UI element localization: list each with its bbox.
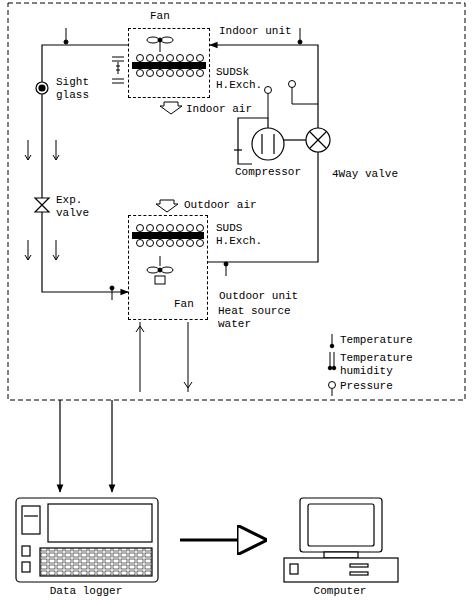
part-label: Exp. valve bbox=[56, 194, 104, 220]
outdoor-fan bbox=[147, 256, 173, 284]
water-label: Heat source water bbox=[218, 305, 302, 331]
indoor-fan bbox=[147, 37, 173, 52]
part-label: SUDSk H.Exch. bbox=[216, 66, 268, 92]
refrigerant-pipe bbox=[210, 45, 318, 128]
node-label: Indoor unit bbox=[219, 25, 292, 38]
fan-label: Fan bbox=[150, 10, 170, 23]
legend-item: Temperature humidity bbox=[340, 352, 430, 378]
refrigerant-pipe bbox=[284, 139, 306, 140]
node-label: Compressor bbox=[235, 166, 301, 179]
computer-picture bbox=[284, 498, 398, 582]
indoor-heat-exchanger bbox=[112, 55, 206, 84]
outdoor-unit-box: Outdoor unit bbox=[128, 215, 208, 320]
legend-symbols bbox=[328, 334, 336, 396]
refrigerant-pipe bbox=[42, 45, 128, 292]
air-label: Indoor air bbox=[186, 103, 252, 116]
legend-item: Pressure bbox=[340, 380, 393, 393]
part-label: SUDS H.Exch. bbox=[216, 222, 268, 248]
transfer-arrow bbox=[180, 539, 264, 542]
data-logger-picture bbox=[16, 498, 158, 582]
indoor-unit-box: Indoor unit bbox=[128, 28, 210, 98]
computer: Computer bbox=[272, 496, 408, 600]
heat-source-water-pipes bbox=[136, 322, 192, 392]
legend-text: Temperature bbox=[340, 334, 413, 347]
signal-lines bbox=[60, 400, 112, 492]
part-label: Sight glass bbox=[56, 76, 104, 102]
sight-glass bbox=[36, 82, 48, 94]
legend-item: Temperature bbox=[340, 334, 413, 347]
four-way-valve-symbol bbox=[306, 128, 330, 152]
four-way-valve: 4Way valve bbox=[306, 128, 330, 152]
expansion-valve bbox=[35, 198, 49, 212]
node-label: Computer bbox=[314, 585, 367, 598]
legend-text: Pressure bbox=[340, 380, 393, 393]
system-boundary bbox=[8, 3, 465, 400]
sensors bbox=[64, 28, 318, 300]
outdoor-air-arrow bbox=[156, 200, 178, 212]
node-label: 4Way valve bbox=[332, 168, 398, 181]
outdoor-heat-exchanger bbox=[132, 225, 204, 247]
node-label: Outdoor unit bbox=[219, 290, 298, 303]
data-logger: Data logger bbox=[10, 496, 162, 600]
node-label: Data logger bbox=[50, 585, 123, 598]
legend-text: Temperature humidity bbox=[340, 352, 430, 378]
fan-label: Fan bbox=[174, 298, 194, 311]
compressor-symbol bbox=[234, 118, 284, 164]
flow-arrows bbox=[25, 140, 59, 260]
air-label: Outdoor air bbox=[184, 199, 257, 212]
compressor: Compressor bbox=[252, 128, 284, 160]
indoor-air-arrow bbox=[160, 102, 182, 114]
